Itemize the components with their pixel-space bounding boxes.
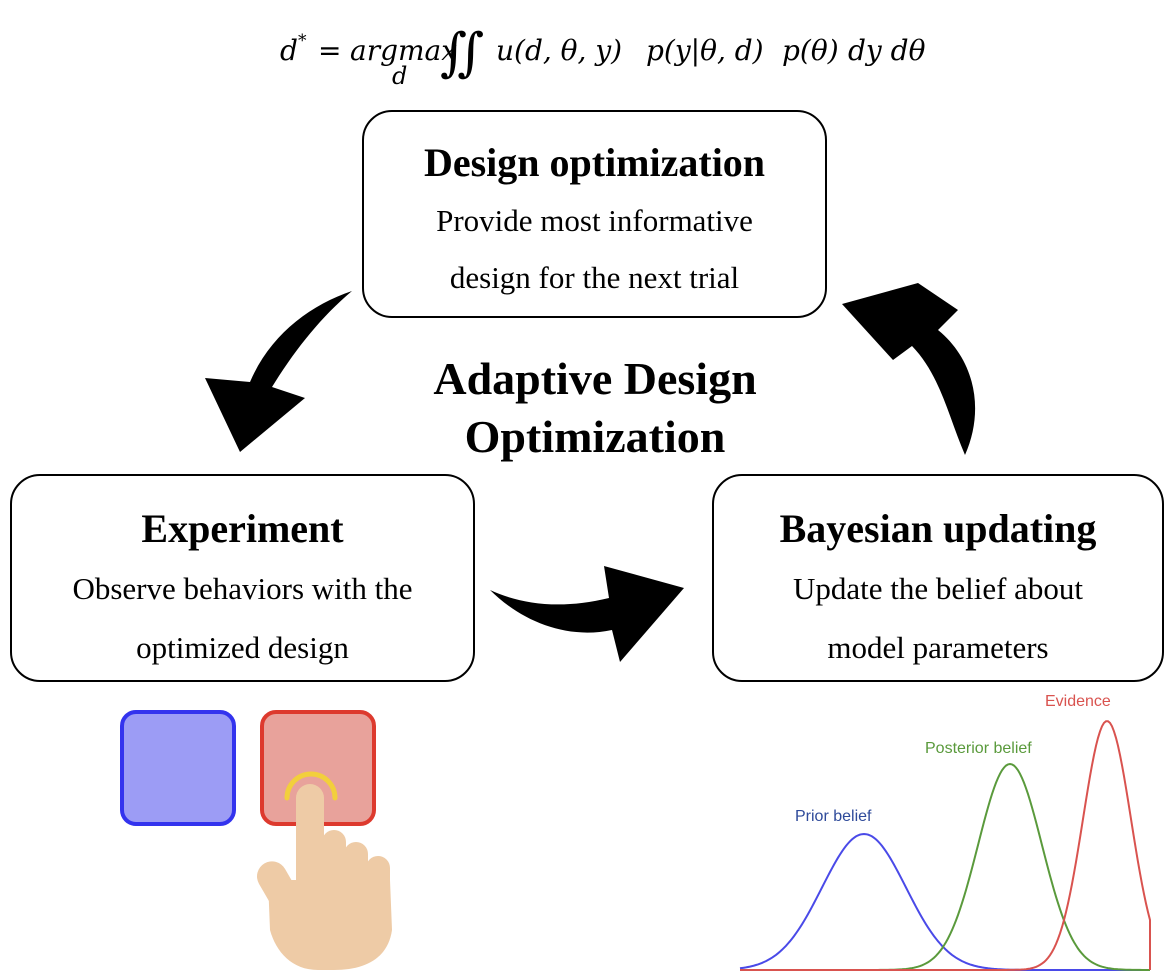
evidence-curve (740, 720, 1151, 971)
posterior-belief-curve (740, 762, 1150, 971)
adaptive-design-title-line2: Optimization (464, 411, 726, 462)
formula-star: * (298, 31, 307, 51)
design-optimization-title: Design optimization (423, 140, 766, 185)
bayesian-updating-desc-line1: Update the belief about (792, 571, 1084, 606)
utility-formula: d * = argmax d ∬ u(d, θ, y) p(y|θ, d) p(… (280, 23, 926, 90)
pointing-hand-icon (257, 784, 392, 970)
formula-integral: ∬ (440, 23, 484, 83)
evidence-label: Evidence (1045, 693, 1111, 710)
experiment-desc-line1: Observe behaviors with the (72, 571, 413, 606)
bayesian-updating-title: Bayesian updating (779, 506, 1097, 551)
design-optimization-box: Design optimization Provide most informa… (362, 110, 827, 318)
formula-likelihood: p(y|θ, d) (646, 34, 764, 67)
posterior-belief-label: Posterior belief (925, 740, 1032, 757)
formula-utility: u(d, θ, y) (496, 34, 622, 67)
formula-argmax-sub: d (392, 62, 407, 90)
bayesian-updating-desc-line2: model parameters (827, 630, 1049, 665)
formula-prior: p(θ) (782, 34, 839, 67)
design-optimization-desc-line2: design for the next trial (449, 260, 740, 295)
arrow-design-to-experiment-icon (205, 291, 352, 452)
design-optimization-desc-line1: Provide most informative (436, 203, 753, 238)
belief-distributions (739, 720, 1151, 971)
adaptive-design-title: Adaptive Design Optimization (370, 350, 820, 466)
tap-ring-icon (284, 771, 338, 801)
prior-belief-curve (739, 832, 1150, 971)
formula-argmax: argmax (350, 34, 457, 67)
bayesian-updating-box: Bayesian updating Update the belief abou… (712, 474, 1164, 682)
blue-option-square (120, 710, 236, 826)
adaptive-design-title-line1: Adaptive Design (433, 353, 757, 404)
experiment-box: Experiment Observe behaviors with the op… (10, 474, 475, 682)
formula-differentials: dy dθ (848, 34, 926, 67)
experiment-desc-line2: optimized design (136, 630, 349, 665)
arrow-experiment-to-bayes-icon (490, 566, 684, 662)
experiment-title: Experiment (141, 506, 344, 551)
formula-lhs: d (280, 34, 298, 67)
arrow-bayes-to-design-icon (842, 283, 976, 455)
formula-equals: = (318, 34, 341, 67)
prior-belief-label: Prior belief (795, 808, 872, 825)
